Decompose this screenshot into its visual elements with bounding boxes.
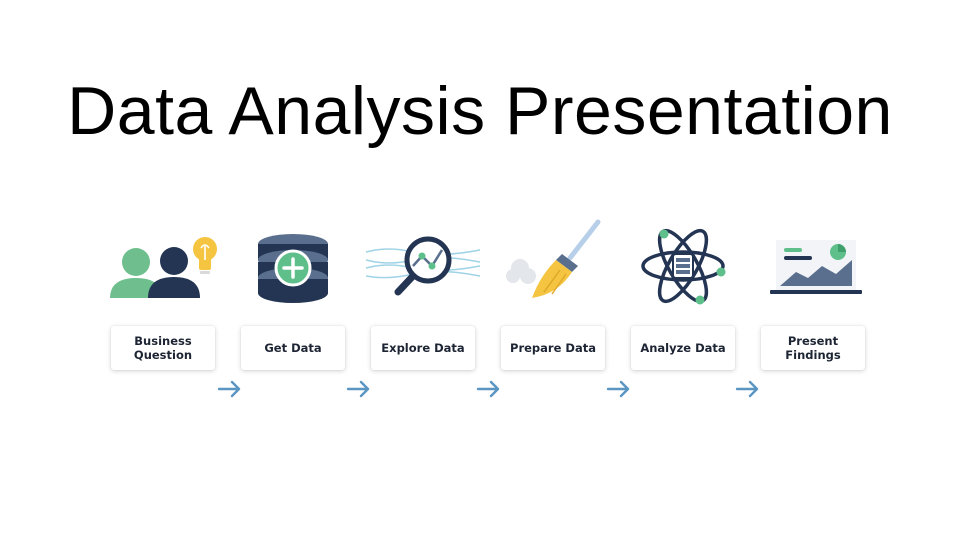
arrow-right-icon — [217, 379, 243, 399]
slide-title: Data Analysis Presentation — [67, 73, 893, 149]
arrow-right-icon — [346, 379, 372, 399]
database-plus-icon — [228, 222, 358, 312]
arrow-right-icon — [735, 379, 761, 399]
arrow-right-icon — [476, 379, 502, 399]
step-present-findings: Present Findings — [761, 326, 865, 370]
step-explore-data: Explore Data — [371, 326, 475, 370]
step-label: Analyze Data — [640, 341, 726, 355]
step-analyze-data: Analyze Data — [631, 326, 735, 370]
step-get-data: Get Data — [241, 326, 345, 370]
arrow-right-icon — [606, 379, 632, 399]
magnifier-chart-icon — [358, 222, 488, 312]
people-lightbulb-icon — [98, 222, 228, 312]
step-label: Explore Data — [381, 341, 465, 355]
step-label: Business Question — [133, 334, 193, 362]
step-business-question: Business Question — [111, 326, 215, 370]
atom-server-icon — [618, 222, 748, 312]
step-prepare-data: Prepare Data — [501, 326, 605, 370]
broom-icon — [488, 214, 618, 304]
step-label: Prepare Data — [510, 341, 596, 355]
step-label: Present Findings — [785, 334, 841, 362]
step-label: Get Data — [264, 341, 322, 355]
laptop-chart-icon — [748, 222, 878, 312]
